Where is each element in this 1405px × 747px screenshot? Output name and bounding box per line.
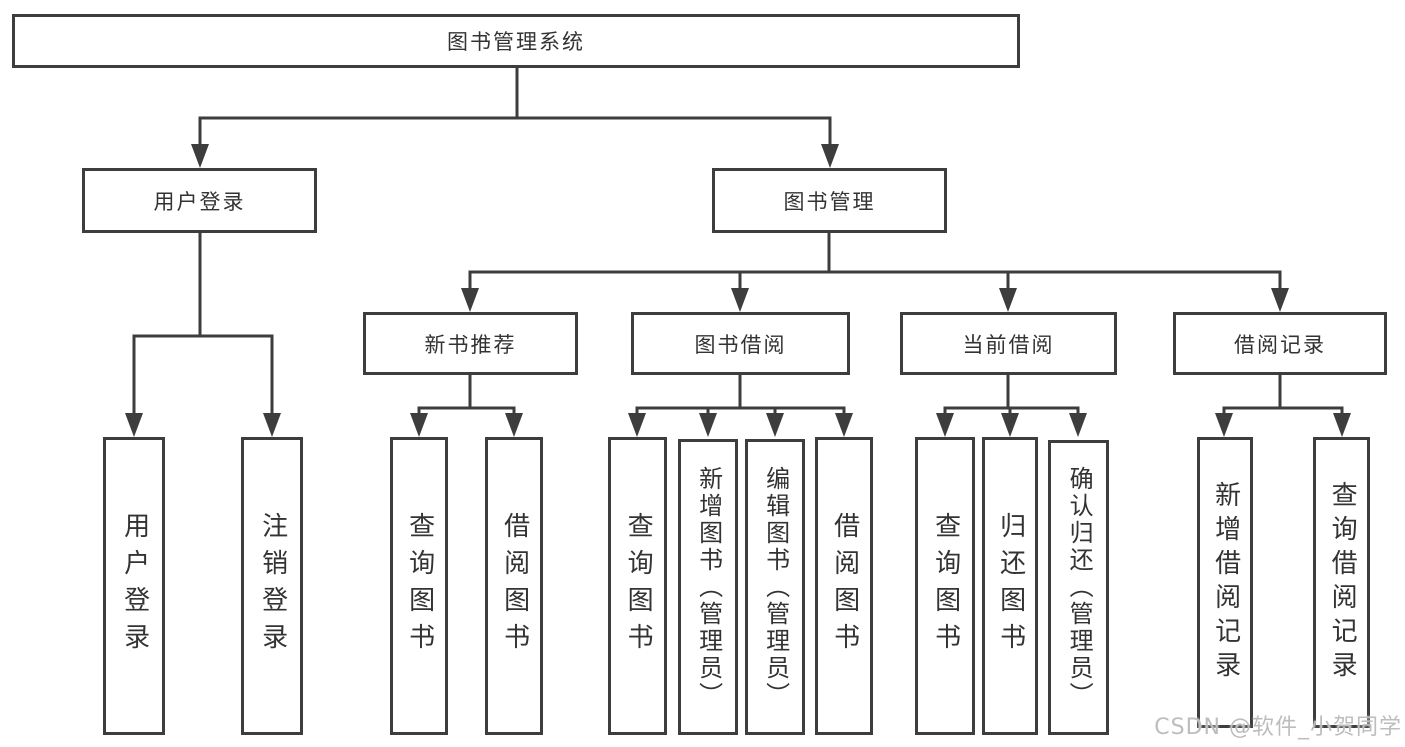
node-label: 注销登录 — [257, 512, 288, 660]
node-bb-edit-books-admin: 编辑图书（管理员） — [745, 439, 805, 735]
node-label: 新增图书（管理员） — [694, 465, 723, 709]
node-leaf-user-login: 用户登录 — [103, 437, 165, 735]
watermark: CSDN @软件_小贺同学 — [1154, 715, 1402, 740]
node-borrow-records: 借阅记录 — [1173, 312, 1387, 375]
node-cb-return-books: 归还图书 — [982, 437, 1038, 735]
node-library-system: 图书管理系统 — [12, 14, 1020, 68]
node-leaf-logout: 注销登录 — [241, 437, 303, 735]
node-label: 查询图书 — [623, 512, 654, 660]
node-current-borrowing: 当前借阅 — [900, 312, 1117, 375]
node-user-login: 用户登录 — [82, 168, 317, 233]
node-bb-add-books-admin: 新增图书（管理员） — [678, 439, 738, 735]
arrowheads — [125, 144, 1351, 437]
node-label: 新增借阅记录 — [1210, 480, 1241, 685]
node-book-management: 图书管理 — [712, 168, 947, 233]
node-cb-confirm-return-admin: 确认归还（管理员） — [1048, 440, 1109, 735]
node-br-add-record: 新增借阅记录 — [1197, 437, 1253, 728]
node-label: 用户登录 — [119, 512, 150, 660]
node-label: 归还图书 — [995, 512, 1026, 660]
node-label: 借阅图书 — [499, 512, 530, 660]
node-label: 确认归还（管理员） — [1065, 466, 1094, 709]
node-label: 借阅图书 — [829, 512, 860, 660]
node-label: 查询图书 — [930, 512, 961, 660]
node-new-book-recommend: 新书推荐 — [363, 312, 578, 375]
node-bb-borrow-books: 借阅图书 — [815, 437, 873, 735]
node-br-query-record: 查询借阅记录 — [1313, 437, 1370, 728]
node-nb-borrow-books: 借阅图书 — [485, 437, 543, 735]
node-book-borrowing: 图书借阅 — [631, 312, 850, 375]
node-label: 查询图书 — [404, 512, 435, 660]
node-label: 编辑图书（管理员） — [761, 465, 790, 709]
node-label: 查询借阅记录 — [1327, 480, 1358, 685]
node-cb-query-books: 查询图书 — [915, 437, 975, 735]
node-bb-query-books: 查询图书 — [608, 437, 667, 735]
node-nb-query-books: 查询图书 — [390, 437, 448, 735]
